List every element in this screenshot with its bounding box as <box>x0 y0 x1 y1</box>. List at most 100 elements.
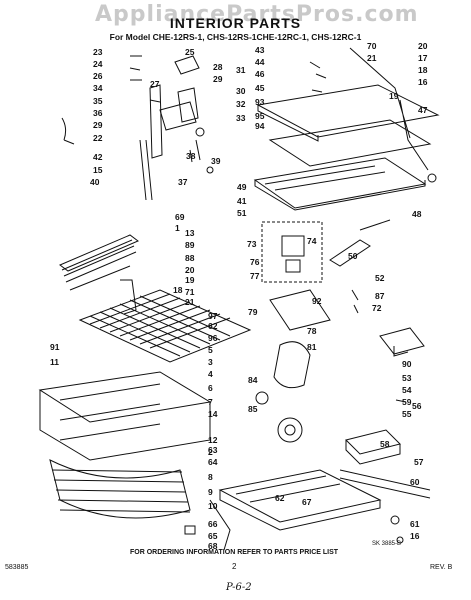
callout-number: 92 <box>312 296 322 306</box>
callout-number: 74 <box>307 236 317 246</box>
callout-number: 24 <box>93 59 103 69</box>
callout-number: 52 <box>375 273 385 283</box>
callout-number: 22 <box>93 133 103 143</box>
callout-number: 66 <box>208 519 218 529</box>
grille-louver-assembly <box>59 234 139 315</box>
callout-number: 13 <box>185 228 195 238</box>
callout-number: 61 <box>410 519 420 529</box>
callout-number: 78 <box>307 326 317 336</box>
callout-number: 62 <box>208 321 218 331</box>
callout-number: 67 <box>302 497 312 507</box>
callout-number: 38 <box>186 151 196 161</box>
callout-number: 59 <box>402 397 412 407</box>
callout-number: 48 <box>412 209 422 219</box>
callout-number: 96 <box>208 333 218 343</box>
callout-number: 28 <box>213 62 223 72</box>
callout-number: 10 <box>208 501 218 511</box>
callout-number: 43 <box>255 45 265 55</box>
callout-number: 9 <box>208 487 213 497</box>
callout-number: 84 <box>248 375 258 385</box>
callout-number: 87 <box>375 291 385 301</box>
callout-number: 69 <box>175 212 185 222</box>
callout-number: 16 <box>418 77 428 87</box>
callout-number: 50 <box>348 251 358 261</box>
callout-number: 41 <box>237 196 247 206</box>
callout-number: 40 <box>90 177 100 187</box>
callout-number: 51 <box>237 208 247 218</box>
callout-number: 3 <box>208 357 213 367</box>
drain-pan <box>184 469 382 551</box>
callout-number: 77 <box>250 271 260 281</box>
callout-number: 65 <box>208 531 218 541</box>
drawing-reference: SK 3885-B <box>372 541 402 547</box>
callout-number: 21 <box>185 297 195 307</box>
callout-number: 21 <box>367 53 377 63</box>
callout-number: 20 <box>185 265 195 275</box>
callout-number: 14 <box>208 409 218 419</box>
callout-number: 17 <box>418 53 428 63</box>
callout-number: 5 <box>208 345 213 355</box>
callout-number: 93 <box>255 97 265 107</box>
callout-number: 27 <box>150 79 160 89</box>
callout-number: 45 <box>255 83 265 93</box>
callout-number: 34 <box>93 83 103 93</box>
callout-number: 53 <box>402 373 412 383</box>
handwritten-mark: P-6-2 <box>226 582 252 593</box>
evaporator-cover-assembly <box>253 47 440 211</box>
document-code: 583885 <box>5 564 29 571</box>
callout-number: 85 <box>248 404 258 414</box>
callout-number: 47 <box>418 105 428 115</box>
callout-number: 60 <box>410 477 420 487</box>
callout-number: 54 <box>402 385 412 395</box>
callout-number: 7 <box>208 397 213 407</box>
callout-number: 6 <box>208 383 213 393</box>
callout-number: 1 <box>175 223 180 233</box>
callout-number: 30 <box>236 86 246 96</box>
callout-number: 58 <box>380 439 390 449</box>
cabinet-base-pan <box>38 371 212 519</box>
callout-number: 49 <box>237 182 247 192</box>
callout-number: 37 <box>178 177 188 187</box>
callout-number: 31 <box>236 65 246 75</box>
callout-number: 95 <box>255 111 265 121</box>
callout-number: 79 <box>248 307 258 317</box>
callout-number: 39 <box>211 156 221 166</box>
diagram-title: INTERIOR PARTS <box>169 15 302 31</box>
callout-number: 18 <box>173 285 183 295</box>
callout-number: 18 <box>418 65 428 75</box>
callout-number: 32 <box>236 99 246 109</box>
callout-number: 29 <box>93 120 103 130</box>
watermark: AppliancePartsPros.com <box>95 2 419 27</box>
compressor-control-assembly <box>255 219 391 443</box>
callout-number: 19 <box>185 275 195 285</box>
callout-number: 97 <box>208 311 218 321</box>
callout-number: 76 <box>250 257 260 267</box>
model-subtitle: For Model CHE-12RS-1, CHS-12RS-1CHE-12RC… <box>109 32 362 42</box>
callout-number: 68 <box>208 541 218 551</box>
wire-shelf-grid <box>78 289 252 363</box>
callout-number: 11 <box>50 357 59 367</box>
callout-number: 8 <box>208 472 213 482</box>
callout-number: 42 <box>93 152 103 162</box>
callout-number: 23 <box>93 47 103 57</box>
callout-number: 63 <box>208 445 218 455</box>
callout-number: 73 <box>247 239 257 249</box>
callout-number: 15 <box>93 165 103 175</box>
page-number: 2 <box>232 562 237 571</box>
callout-number: 35 <box>93 96 103 106</box>
callout-number: 25 <box>185 47 195 57</box>
callout-number: 56 <box>412 401 422 411</box>
control-bracket-assembly <box>61 55 214 201</box>
ordering-note: FOR ORDERING INFORMATION REFER TO PARTS … <box>130 549 339 556</box>
callout-number: 64 <box>208 457 218 467</box>
callout-number: 57 <box>414 457 424 467</box>
callout-number: 55 <box>402 409 412 419</box>
callout-number: 72 <box>372 303 382 313</box>
callout-number: 62 <box>275 493 285 503</box>
callout-number: 81 <box>307 342 317 352</box>
callout-number: 89 <box>185 240 195 250</box>
callout-number: 26 <box>93 71 103 81</box>
callout-number: 90 <box>402 359 412 369</box>
callout-number: 16 <box>410 531 420 541</box>
